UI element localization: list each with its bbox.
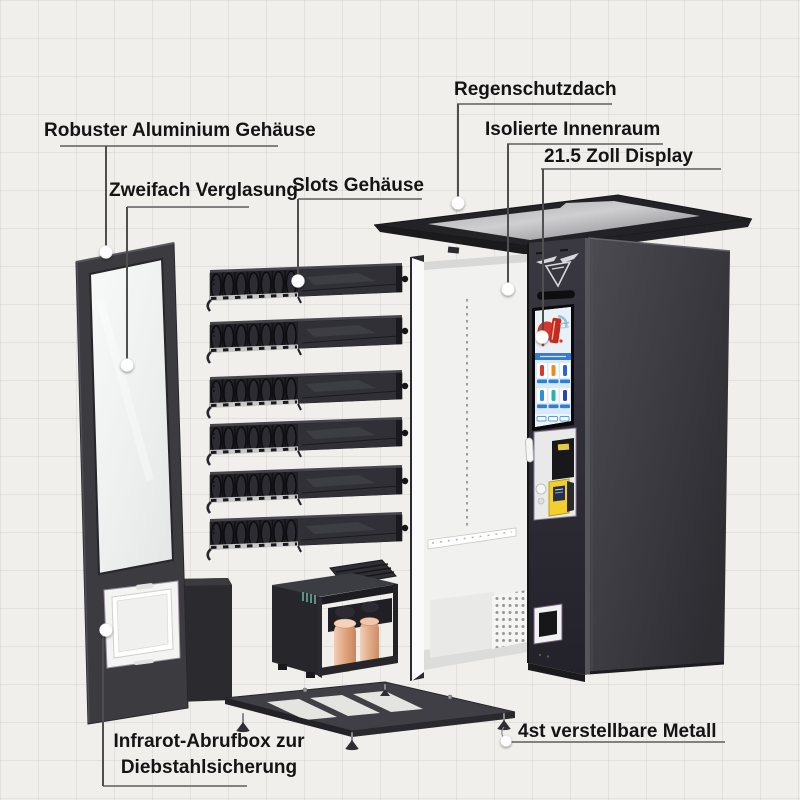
label-aluminium-case: Robuster Aluminium Gehäuse — [44, 120, 316, 141]
slot-tray — [206, 415, 410, 467]
label-slots-housing: Slots Gehäuse — [292, 175, 424, 196]
label-insulated-interior: Isolierte Innenraum — [485, 119, 661, 140]
base-frame — [224, 681, 516, 751]
slot-tray — [206, 261, 410, 313]
infrared-box — [178, 578, 232, 702]
callout-dot-slots — [291, 274, 305, 288]
label-infrared-box: Infrarot-Abrufbox zur Diebstahlsicherung — [95, 729, 323, 781]
compressor-coils — [333, 617, 380, 672]
brand-logo-icon — [536, 253, 579, 288]
callout-leader-lines — [60, 103, 725, 787]
touch-display — [532, 304, 574, 431]
lock-port — [533, 603, 563, 645]
cooling-unit — [272, 559, 398, 678]
payment-module — [525, 427, 577, 521]
door-assembly — [75, 242, 232, 725]
label-double-glazing: Zweifach Verglasung — [109, 180, 298, 201]
adjustable-feet — [236, 684, 511, 751]
callout-dot-aluminium — [99, 245, 113, 259]
dispense-slot — [537, 290, 575, 300]
label-rain-roof: Regenschutzdach — [454, 79, 617, 100]
callout-dot-feet — [500, 735, 512, 747]
card-terminal — [548, 478, 574, 517]
pickup-flap — [103, 580, 181, 669]
slot-tray — [206, 313, 410, 365]
front-pillar — [525, 238, 590, 682]
label-adjustable-feet: 4st verstellbare Metall — [518, 721, 717, 742]
slot-trays — [206, 261, 410, 562]
insulated-interior — [410, 254, 532, 681]
rain-roof-panel — [373, 194, 753, 256]
callout-dot-display — [535, 330, 549, 344]
label-display: 21.5 Zoll Display — [544, 146, 693, 167]
slot-tray — [206, 368, 410, 420]
callout-dot-interior — [501, 282, 515, 296]
door-glass — [88, 257, 175, 576]
cabinet-body — [410, 237, 731, 682]
callout-dot-glazing — [120, 358, 134, 372]
cabinet-side-panel — [588, 238, 730, 673]
slot-tray — [206, 463, 410, 515]
vent-grid — [492, 589, 532, 649]
label-infrared-line1: Infrarot-Abrufbox zur — [113, 731, 305, 752]
label-infrared-line2: Diebstahlsicherung — [120, 757, 298, 778]
product-cards — [537, 363, 570, 409]
interior-shelf-rail — [427, 527, 517, 550]
callout-dot-roof — [451, 196, 465, 210]
callout-dot-infrared — [99, 623, 113, 637]
door-handle — [525, 437, 534, 463]
slot-tray — [206, 510, 410, 562]
